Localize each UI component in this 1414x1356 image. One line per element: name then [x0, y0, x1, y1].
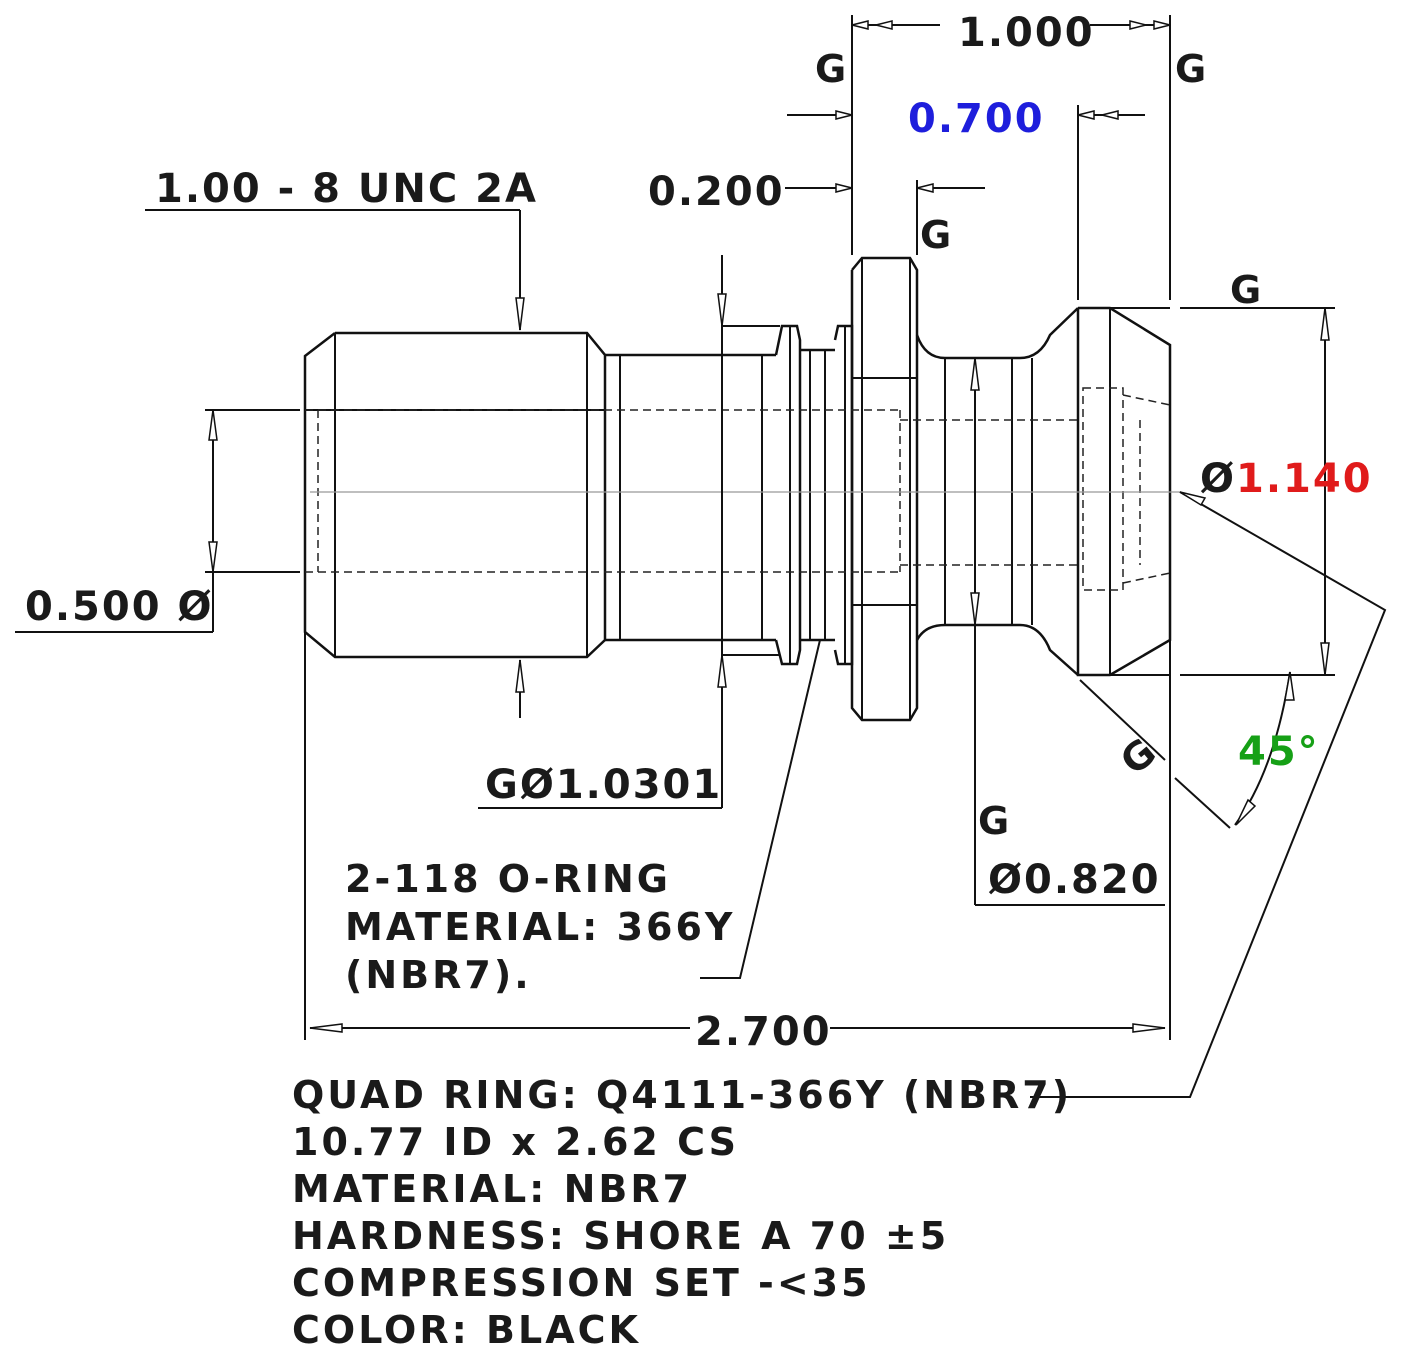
quad-ring-note-line: COLOR: BLACK: [292, 1308, 641, 1352]
head-diameter-value: 1.140: [1236, 456, 1373, 502]
dim-overall-top: 1.000: [958, 10, 1095, 56]
quad-ring-note-line: 10.77 ID x 2.62 CS: [292, 1120, 739, 1164]
dim-bore-diameter: 0.500 Ø: [25, 584, 213, 630]
dim-flange: 0.200: [648, 169, 785, 215]
quad-ring-note-line: MATERIAL: NBR7: [292, 1167, 692, 1211]
dim-neck-diameter: Ø0.820: [988, 857, 1161, 903]
arrowheads: [208, 20, 1330, 1033]
diameter-symbol: Ø: [1200, 456, 1236, 502]
quad-ring-note-line: QUAD RING: Q4111-366Y (NBR7): [292, 1073, 1072, 1117]
hidden-lines: [305, 387, 1171, 591]
oring-note-line: 2-118 O-RING: [345, 857, 671, 901]
dim-overall-length: 2.700: [695, 1009, 832, 1055]
dim-bore-top: 0.700: [908, 96, 1045, 142]
oring-note-line: (NBR7).: [345, 953, 532, 997]
oring-note: 2-118 O-RING MATERIAL: 366Y (NBR7).: [345, 857, 735, 997]
g-symbol: G: [1230, 268, 1261, 312]
dim-head-diameter: Ø1.140: [1200, 456, 1373, 502]
gdt-symbols: G G G G G G: [815, 47, 1261, 843]
g-symbol: G: [1112, 730, 1164, 784]
g-symbol: G: [920, 213, 951, 257]
quad-ring-note: QUAD RING: Q4111-366Y (NBR7) 10.77 ID x …: [292, 1073, 1072, 1352]
dim-thread-spec: 1.00 - 8 UNC 2A: [155, 166, 538, 212]
oring-note-line: MATERIAL: 366Y: [345, 905, 735, 949]
g-symbol: G: [1175, 47, 1206, 91]
g-symbol: G: [978, 799, 1009, 843]
dim-groove-diameter: GØ1.0301: [485, 762, 722, 808]
part-outline: [303, 256, 1172, 722]
g-symbol: G: [815, 47, 846, 91]
quad-ring-note-line: HARDNESS: SHORE A 70 ±5: [292, 1214, 949, 1258]
dim-angle: 45°: [1238, 729, 1320, 775]
quad-ring-note-line: COMPRESSION SET -<35: [292, 1261, 871, 1305]
